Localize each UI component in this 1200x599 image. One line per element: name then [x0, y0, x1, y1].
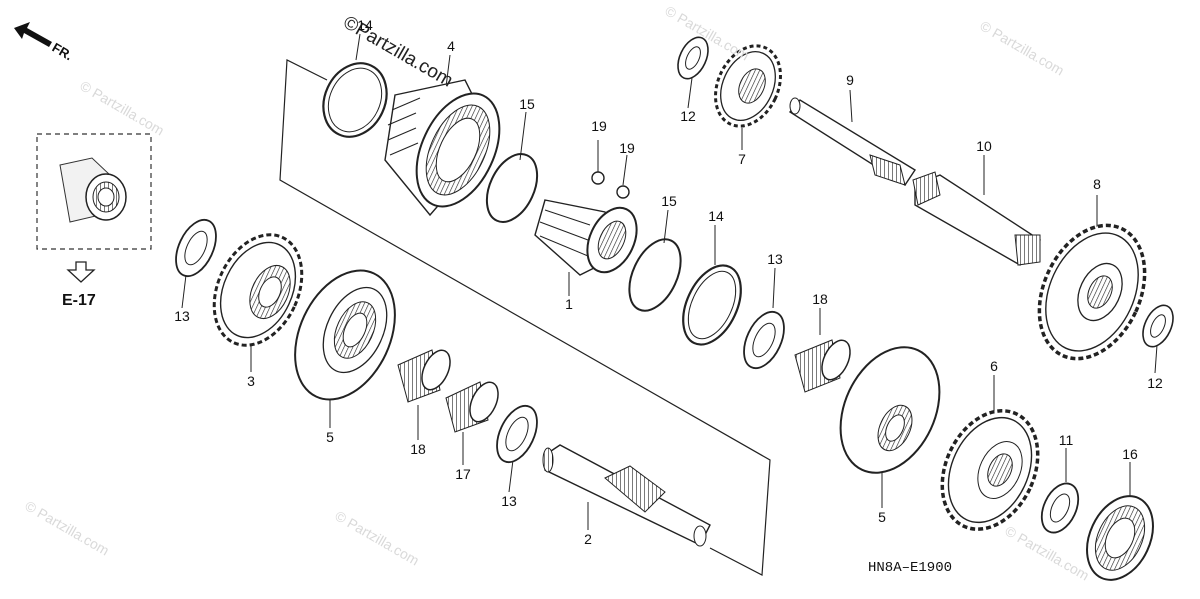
callout-15[interactable]: 15: [661, 193, 677, 209]
needle-bearing-part-18a: [397, 349, 451, 403]
callout-5[interactable]: 5: [326, 429, 334, 445]
shaft-part-2: [542, 444, 711, 547]
snap-ring-part-15b: [628, 238, 682, 312]
hub-part-5a: [294, 269, 396, 401]
ball-part-19a: [591, 171, 605, 185]
gear-part-3: [212, 233, 304, 347]
callout-18[interactable]: 18: [410, 441, 426, 457]
callout-12[interactable]: 12: [1147, 375, 1163, 391]
gear-part-8: [1037, 223, 1147, 361]
callout-5[interactable]: 5: [878, 509, 886, 525]
callout-10[interactable]: 10: [976, 138, 992, 154]
callout-6[interactable]: 6: [990, 358, 998, 374]
washer-part-13b: [496, 404, 538, 464]
ball-part-19b: [616, 185, 630, 199]
callout-4[interactable]: 4: [447, 38, 455, 54]
washer-part-11: [1040, 482, 1080, 534]
washer-part-12b: [1142, 304, 1174, 348]
callout-2[interactable]: 2: [584, 531, 592, 547]
snap-ring-part-15: [485, 153, 539, 223]
gear-part-6: [940, 409, 1040, 531]
callout-11[interactable]: 11: [1058, 432, 1074, 448]
callout-14[interactable]: 14: [357, 17, 373, 33]
callout-18[interactable]: 18: [812, 291, 828, 307]
callout-13[interactable]: 13: [174, 308, 190, 324]
callout-19[interactable]: 19: [591, 118, 607, 134]
shaft-part-10: [912, 171, 1042, 266]
callout-12[interactable]: 12: [680, 108, 696, 124]
snap-ring-part-14: [322, 62, 388, 138]
callout-9[interactable]: 9: [846, 72, 854, 88]
washer-part-12a: [677, 36, 709, 80]
front-arrow-icon: [14, 22, 52, 47]
down-arrow-icon: [66, 261, 96, 283]
callout-7[interactable]: 7: [738, 151, 746, 167]
callout-13[interactable]: 13: [767, 251, 783, 267]
outer-drum-part-4: [384, 79, 501, 217]
callout-8[interactable]: 8: [1093, 176, 1101, 192]
callout-14[interactable]: 14: [708, 208, 724, 224]
needle-bearing-part-18b: [794, 339, 851, 393]
splined-cylinder-part-1: [534, 199, 638, 276]
assembly-frame: [279, 59, 771, 576]
reference-label[interactable]: E-17: [62, 292, 96, 309]
callout-1[interactable]: 1: [565, 296, 573, 312]
callout-3[interactable]: 3: [247, 373, 255, 389]
gear-part-7: [714, 44, 782, 128]
leader-lines: [181, 33, 1158, 530]
callout-17[interactable]: 17: [455, 466, 471, 482]
diagram-code: HN8A–E1900: [868, 560, 953, 576]
callout-15[interactable]: 15: [519, 96, 535, 112]
shaft-part-9: [788, 97, 916, 186]
callout-16[interactable]: 16: [1122, 446, 1138, 462]
washer-part-13c: [743, 310, 785, 370]
inset-box: [36, 133, 152, 250]
callout-19[interactable]: 19: [619, 140, 635, 156]
washer-part-13a: [175, 218, 217, 278]
snap-ring-part-14b: [682, 264, 742, 346]
needle-bearing-part-17: [445, 381, 499, 433]
callout-13[interactable]: 13: [501, 493, 517, 509]
hub-part-5b: [839, 346, 941, 474]
ball-bearing-part-16: [1086, 495, 1154, 581]
